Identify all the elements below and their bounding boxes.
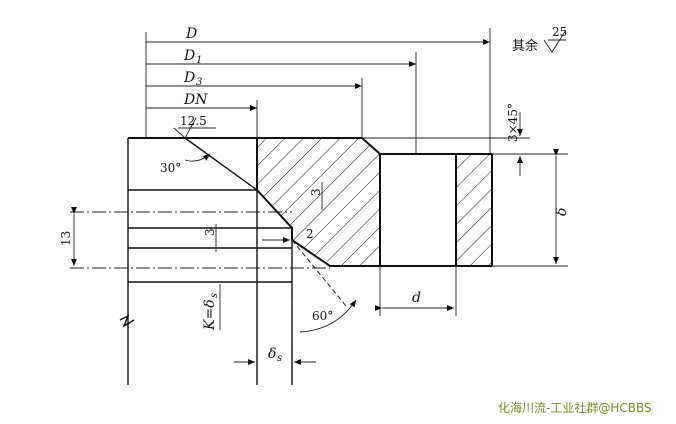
label-30: 30° [160,161,181,175]
roughness-weld-icon [173,117,216,139]
label-d: d [412,290,421,306]
label-25: 25 [552,25,567,39]
label-K: K=δ [202,299,218,331]
angle-30-arc [184,153,211,162]
flange-hatch-left [257,138,380,266]
pipe-and-weld [70,137,347,385]
label-other: 其余 [512,38,538,54]
label-D: D [185,26,197,42]
bevel-30-line [184,137,258,191]
label-D1-sub: 1 [196,55,202,66]
weld-leg-dimensions: K=δ s δ s [202,284,316,365]
flange-hatch-right [456,154,492,266]
bolt-hole-dimension: d [375,266,457,316]
diameter-dimensions: D D 1 D 3 DN [145,26,491,154]
label-D1: D [183,48,195,64]
label-D3: D [183,70,195,86]
label-DN: DN [183,92,208,108]
label-3-mid: 3 [203,228,217,236]
label-12-5: 12.5 [180,114,207,128]
roughness-symbols: 12.5 其余 25 [173,25,567,139]
weld-root-slant [256,189,293,229]
gap-dimensions: 3 3 2 [203,182,323,252]
label-delta-s-sub: s [277,353,282,364]
label-delta: δ [554,208,570,216]
thickness-dimension: δ 3×45° [362,103,570,267]
bevel-60-dashed [291,239,347,307]
angle-annotations: 30° 60° [160,153,357,333]
label-13: 13 [59,231,73,246]
roughness-general-icon [543,29,567,53]
height-13-dimension: 13 [59,207,77,266]
watermark: 化海川流-工业社群@HCBBS [498,400,652,415]
label-3-top: 3 [309,188,323,196]
break-mark [119,314,135,328]
label-K-sub: s [209,293,220,298]
label-delta-s: δ [268,346,276,362]
label-chamfer: 3×45° [506,103,520,142]
label-60: 60° [312,309,333,323]
angle-60-arc [299,299,357,333]
label-D3-sub: 3 [196,77,202,88]
label-2: 2 [306,227,314,241]
